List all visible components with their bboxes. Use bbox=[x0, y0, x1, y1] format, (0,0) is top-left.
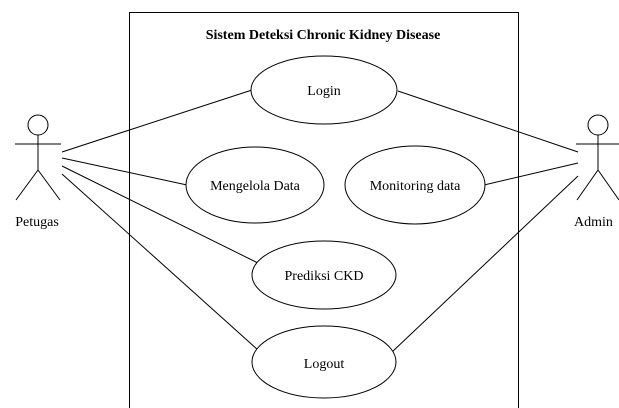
actor-admin-leg-right bbox=[597, 169, 619, 201]
use-case-mengelola-data-label: Mengelola Data bbox=[210, 179, 301, 194]
use-case-mengelola-data: Mengelola Data bbox=[185, 146, 325, 224]
use-case-login-ellipse bbox=[250, 55, 398, 125]
actor-admin-head bbox=[587, 114, 609, 136]
actor-admin-label: Admin bbox=[574, 215, 613, 230]
use-case-prediksi-ckd-ellipse bbox=[251, 240, 397, 310]
assoc-petugas-login bbox=[61, 89, 253, 153]
actor-admin-leg-left bbox=[576, 169, 599, 201]
assoc-petugas-logout bbox=[61, 173, 259, 351]
use-case-logout-label: Logout bbox=[304, 357, 345, 372]
assoc-admin-login bbox=[397, 90, 579, 153]
associations bbox=[61, 89, 579, 353]
assoc-admin-monitoring-data bbox=[483, 162, 579, 186]
actor-petugas-leg-right bbox=[37, 169, 61, 201]
use-case-prediksi-ckd: Prediksi CKD bbox=[251, 240, 397, 310]
actor-petugas-leg-left bbox=[15, 169, 39, 201]
use-case-monitoring-data-label: Monitoring data bbox=[370, 179, 461, 194]
actor-admin: Admin bbox=[574, 114, 619, 230]
system-title: Sistem Deteksi Chronic Kidney Disease bbox=[206, 28, 441, 43]
assoc-admin-logout bbox=[391, 175, 579, 353]
use-case-login: Login bbox=[250, 55, 398, 125]
use-case-logout: Logout bbox=[251, 325, 397, 399]
actor-petugas-head bbox=[27, 114, 49, 136]
actor-petugas-label: Petugas bbox=[15, 215, 59, 230]
assoc-petugas-prediksi-ckd bbox=[61, 165, 263, 266]
actor-petugas: Petugas bbox=[15, 114, 61, 230]
use-case-monitoring-data: Monitoring data bbox=[344, 145, 486, 225]
use-case-login-label: Login bbox=[307, 84, 340, 99]
use-case-logout-ellipse bbox=[251, 325, 397, 399]
use-case-monitoring-data-ellipse bbox=[344, 145, 486, 225]
use-case-prediksi-ckd-label: Prediksi CKD bbox=[285, 269, 364, 284]
assoc-petugas-mengelola-data bbox=[61, 157, 188, 186]
use-case-mengelola-data-ellipse bbox=[185, 146, 325, 224]
